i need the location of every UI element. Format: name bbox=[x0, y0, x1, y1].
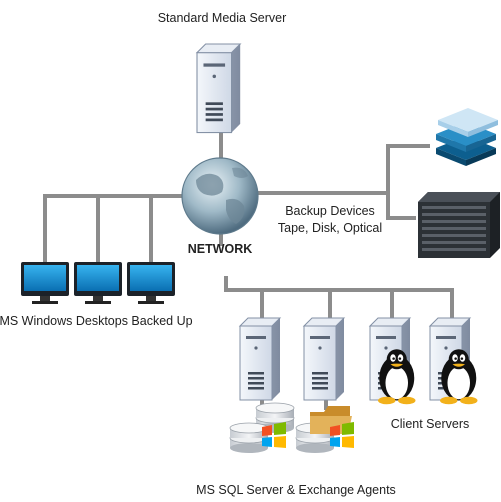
backup-devices-label: Backup Devices bbox=[285, 204, 375, 218]
tape-library-icon bbox=[418, 192, 500, 258]
sql-server-icon bbox=[239, 317, 281, 401]
desktop-monitor-icon bbox=[21, 262, 69, 304]
sql-exchange-label: MS SQL Server & Exchange Agents bbox=[196, 483, 396, 497]
network-label: NETWORK bbox=[188, 242, 253, 256]
desktops-label: MS Windows Desktops Backed Up bbox=[0, 314, 193, 328]
exchange-server-icon bbox=[303, 317, 345, 401]
client-servers-label: Client Servers bbox=[391, 417, 470, 431]
backup-types-label: Tape, Disk, Optical bbox=[278, 221, 382, 235]
network-globe-icon bbox=[181, 157, 259, 235]
desktop-monitor-icon bbox=[74, 262, 122, 304]
backup-storage-icon bbox=[436, 108, 498, 166]
desktop-monitor-icon bbox=[127, 262, 175, 304]
media-server-icon bbox=[196, 43, 241, 134]
media-server-label: Standard Media Server bbox=[158, 11, 287, 25]
